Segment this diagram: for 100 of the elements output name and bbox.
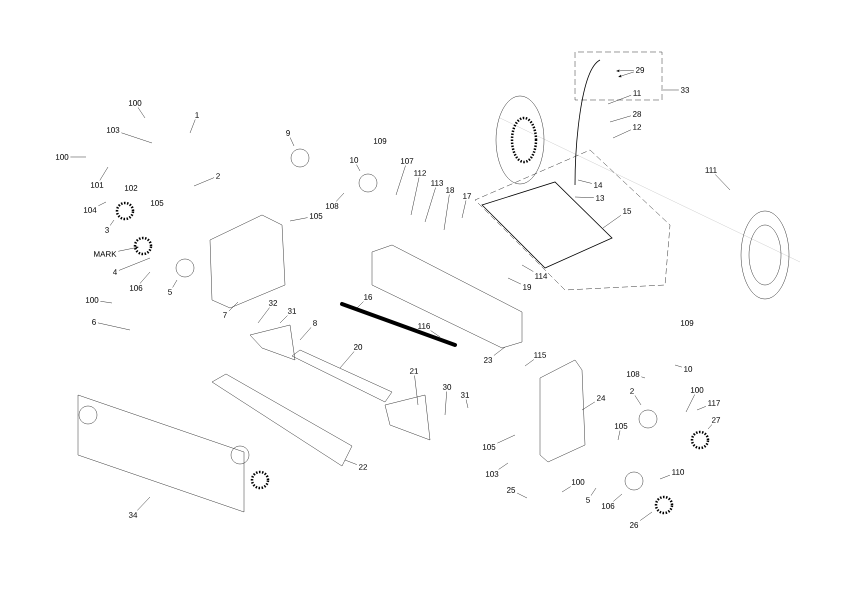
leader-line: [562, 486, 571, 492]
leader-line: [300, 327, 312, 340]
callout-number: 18: [446, 187, 454, 193]
leader-line: [602, 215, 622, 228]
callout-number: 15: [623, 208, 632, 214]
callout-number: 114: [535, 273, 548, 279]
callout-number: 108: [326, 203, 338, 209]
callout-number: 13: [596, 195, 604, 201]
callout-number: 106: [602, 503, 614, 509]
leader-line: [696, 406, 706, 410]
callout-number: 20: [354, 344, 362, 350]
callout-number: 31: [460, 392, 470, 398]
leader-line: [430, 330, 440, 338]
callout-number: 33: [680, 87, 690, 93]
leader-line: [641, 376, 646, 378]
leader-line: [258, 307, 270, 324]
callout-number: 103: [106, 127, 120, 133]
leader-line: [137, 496, 150, 511]
leader-line: [582, 402, 596, 410]
callout-number: 110: [672, 469, 684, 475]
leader-line: [516, 492, 528, 498]
callout-number: 7: [223, 312, 227, 318]
leader-line: [280, 315, 288, 324]
callout-number: 2: [216, 173, 220, 179]
leader-line: [110, 220, 114, 226]
leader-line: [336, 192, 344, 202]
callout-number: 25: [506, 487, 516, 493]
callout-number: 21: [410, 368, 418, 374]
callout-number: 34: [128, 512, 138, 518]
callout-number: 8: [313, 320, 317, 326]
callout-number: 3: [105, 227, 109, 233]
leader-line: [344, 460, 358, 465]
callout-number: 116: [418, 323, 430, 329]
callout-number: 28: [632, 111, 642, 117]
leader-line: [100, 301, 112, 304]
leader-line: [497, 434, 516, 444]
leader-line: [172, 280, 178, 288]
callout-number: 106: [130, 285, 142, 291]
callout-number: 17: [463, 193, 472, 199]
callout-number: 2: [630, 388, 634, 394]
callout-number: 109: [374, 138, 386, 144]
leader-line: [498, 462, 508, 470]
callout-number: 30: [442, 384, 452, 390]
callout-number: 108: [626, 371, 640, 377]
leader-line: [118, 246, 139, 252]
leader-line: [290, 137, 294, 146]
callout-number: 105: [482, 444, 496, 450]
callout-number: 109: [680, 320, 694, 326]
leader-line: [508, 278, 522, 284]
callout-number: 6: [92, 319, 96, 325]
callout-number: 26: [630, 522, 638, 528]
leader-line: [494, 346, 506, 356]
leader-line: [708, 424, 712, 430]
leader-line: [613, 494, 622, 502]
callout-number: 22: [358, 464, 368, 470]
callout-number: 29: [636, 67, 644, 73]
leader-line: [444, 391, 447, 416]
leader-line: [674, 364, 682, 368]
callout-number: 100: [86, 297, 98, 303]
callout-number: 24: [596, 395, 606, 401]
callout-number: 117: [708, 400, 720, 406]
callout-number: 32: [268, 300, 278, 306]
leader-line: [410, 177, 420, 216]
leader-line: [462, 200, 466, 218]
leader-line: [590, 488, 596, 496]
leader-line: [190, 119, 196, 134]
callout-number: 115: [534, 352, 546, 358]
callout-number: 10: [684, 366, 692, 372]
leader-line: [118, 258, 150, 271]
callout-number: 100: [690, 387, 704, 393]
leader-line: [608, 95, 632, 104]
leader-line: [612, 130, 632, 138]
callout-number: 105: [150, 200, 164, 206]
callout-number: 4: [112, 269, 117, 275]
leader-line: [340, 351, 354, 368]
callout-number: 113: [431, 180, 444, 186]
leader-line: [466, 399, 468, 408]
callout-number: 100: [128, 100, 142, 106]
callout-number: 14: [594, 182, 602, 188]
leader-line: [618, 72, 634, 78]
callout-number: 112: [414, 170, 426, 176]
leader-line: [290, 217, 308, 222]
leader-line: [660, 474, 670, 480]
leader-line: [354, 301, 364, 310]
callout-number: 9: [286, 130, 290, 136]
callout-number: 107: [400, 158, 414, 164]
leader-line: [616, 70, 634, 72]
callout-number: 105: [614, 423, 628, 429]
callout-number: 5: [168, 289, 172, 295]
leader-line: [140, 272, 150, 284]
callout-number: 10: [350, 157, 358, 163]
leader-line: [574, 196, 594, 198]
callout-number: 23: [484, 357, 492, 363]
leader-line: [715, 174, 730, 190]
callout-number: 104: [84, 207, 96, 213]
callout-number: 27: [712, 417, 720, 423]
callout-number: 105: [310, 213, 322, 219]
callout-number: 19: [523, 284, 532, 290]
leader-line: [100, 166, 108, 181]
leader-line: [356, 164, 360, 172]
